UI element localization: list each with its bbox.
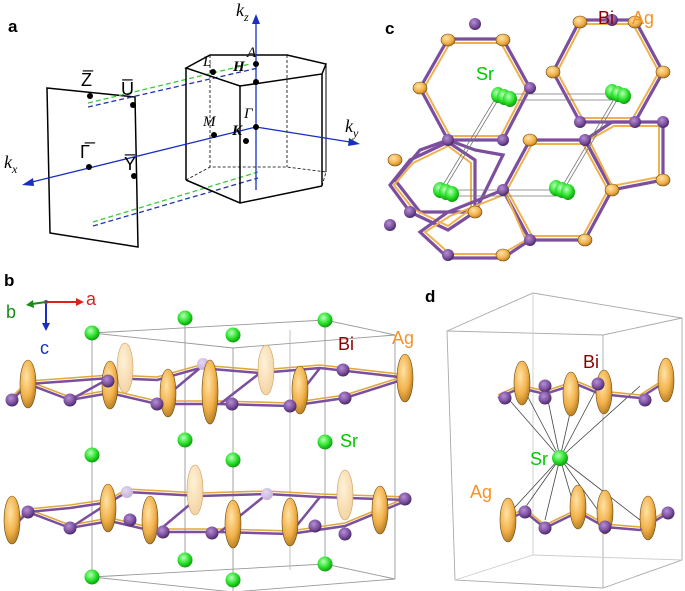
axis-b-label: b xyxy=(6,302,16,322)
point-K: K xyxy=(231,123,243,139)
panel-b: b b a c xyxy=(3,271,414,591)
point-M: M xyxy=(202,114,217,130)
ky-label: ky xyxy=(345,116,359,140)
lower-layer-atoms xyxy=(3,483,412,549)
panel-a-letter: a xyxy=(8,17,18,36)
point-H: H xyxy=(232,59,246,75)
panel-c: c xyxy=(384,8,671,262)
sr-atoms-c xyxy=(433,84,631,202)
axis-a-label: a xyxy=(86,289,97,309)
panel-c-bi-label: Bi xyxy=(598,8,614,28)
panel-c-sr-label: Sr xyxy=(476,64,494,84)
panel-d-sr-label: Sr xyxy=(530,449,548,469)
panel-c-letter: c xyxy=(385,19,394,38)
panel-b-ag-label: Ag xyxy=(392,328,414,348)
point-Zbar: Z̅ xyxy=(81,70,94,90)
projection-lines xyxy=(87,63,259,227)
bi-atoms-c xyxy=(384,14,669,261)
unit-cell-b xyxy=(91,319,396,591)
point-Gamma: Γ xyxy=(243,106,254,122)
bz-points xyxy=(210,61,259,144)
point-A: A xyxy=(246,45,257,61)
upper-atoms-d xyxy=(498,357,675,417)
panel-d-bi-label: Bi xyxy=(583,352,599,372)
axes-triad: b a c xyxy=(6,289,97,358)
kx-axis: kx xyxy=(4,126,257,186)
point-Gammabar: Γ̅ xyxy=(80,142,96,162)
kx-label: kx xyxy=(4,152,18,176)
panel-b-sr-label: Sr xyxy=(340,431,358,451)
sr-atom-center xyxy=(552,450,568,466)
axis-c-label: c xyxy=(40,338,49,358)
ag-atoms-c xyxy=(387,15,671,262)
panel-b-bi-label: Bi xyxy=(338,334,354,354)
point-Ybar: Y̅ xyxy=(124,154,136,174)
panel-a: a kz xyxy=(4,0,360,248)
surface-points xyxy=(86,93,137,179)
panel-c-ag-label: Ag xyxy=(632,8,654,28)
point-L: L xyxy=(202,54,211,70)
surface-plane xyxy=(46,87,139,248)
ky-axis: ky xyxy=(255,116,360,146)
panel-d-letter: d xyxy=(425,287,435,306)
point-Ubar: U̅ xyxy=(121,79,134,99)
brillouin-zone xyxy=(184,54,328,204)
unit-cell-d xyxy=(446,292,683,589)
kz-axis: kz xyxy=(236,0,260,190)
panel-c-atoms xyxy=(384,14,671,262)
lower-atoms-d xyxy=(499,484,675,543)
panel-d-ag-label: Ag xyxy=(470,482,492,502)
sr-atoms-b xyxy=(84,310,333,588)
panel-b-letter: b xyxy=(4,271,14,290)
upper-layer-atoms xyxy=(5,353,414,425)
kz-label: kz xyxy=(236,0,249,24)
panel-d: d xyxy=(425,287,683,589)
